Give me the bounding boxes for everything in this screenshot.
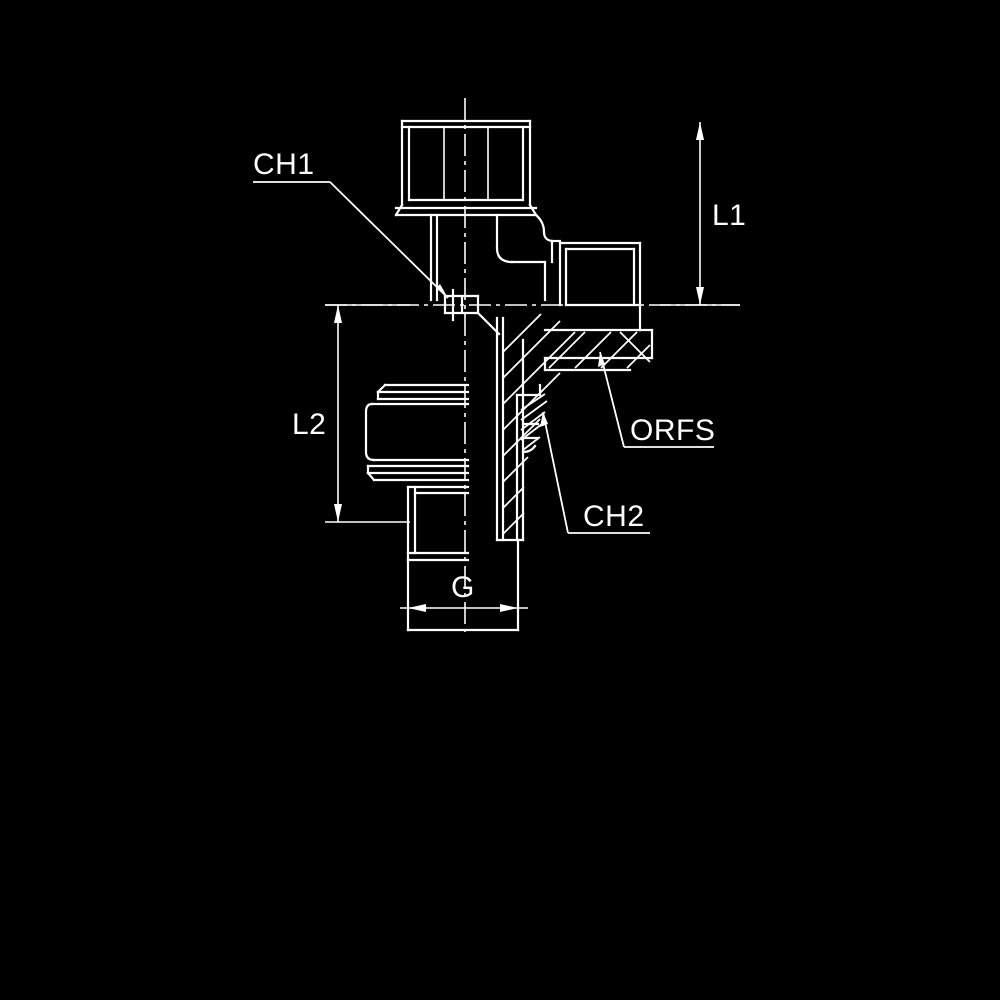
dimension-l1: L1 <box>660 122 746 306</box>
g-label: G <box>451 571 475 604</box>
section-hatching-body <box>502 313 576 535</box>
g-arrow-left <box>408 604 426 612</box>
orfs-label: ORFS <box>630 414 715 447</box>
dimension-g: G <box>400 540 528 628</box>
orfs-leader-arrow <box>598 352 605 367</box>
ch1-leader: CH1 <box>253 148 449 299</box>
swivel-nut-shank <box>429 213 554 302</box>
l2-arrow-bottom <box>334 504 342 522</box>
ch1-label: CH1 <box>253 148 315 181</box>
section-hatching-shoulder <box>548 331 651 369</box>
orfs-leader: ORFS <box>598 351 715 448</box>
g-arrow-right <box>500 604 518 612</box>
ch2-leader: CH2 <box>540 411 650 534</box>
dimension-l2: L2 <box>292 304 410 523</box>
elbow-body <box>443 288 651 542</box>
centerlines <box>325 98 740 632</box>
male-stud-thread-bottom <box>364 383 520 632</box>
l1-arrow-top <box>696 122 704 140</box>
l1-arrow-bottom <box>696 287 704 305</box>
ch2-label: CH2 <box>583 500 645 533</box>
orfs-port-right <box>543 239 654 372</box>
ch2-leader-line <box>542 411 569 534</box>
l2-arrow-top <box>334 305 342 323</box>
l1-label: L1 <box>712 199 746 232</box>
orfs-leader-line <box>599 351 625 448</box>
thread-hatching-ch2 <box>520 393 548 451</box>
ch2-leader-arrow <box>540 412 548 427</box>
ch1-leader-arrow <box>436 284 448 298</box>
l2-label: L2 <box>292 408 326 441</box>
hex-nut-top <box>394 119 538 217</box>
ch1-leader-line <box>329 181 449 299</box>
